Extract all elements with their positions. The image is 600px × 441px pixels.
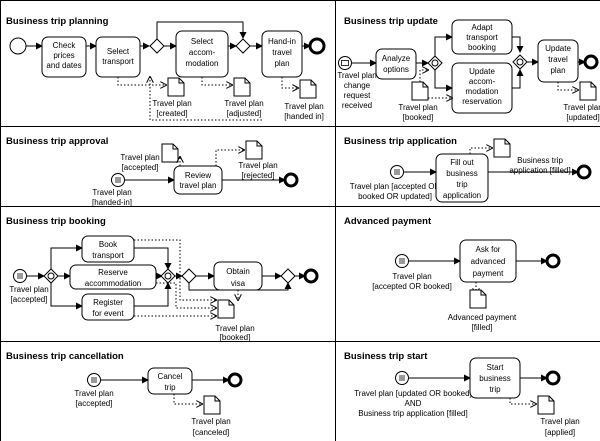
data-object-label: Travel plan[booked] xyxy=(398,103,437,122)
gateway xyxy=(149,38,165,54)
data-object-label: Travel plan[canceled] xyxy=(191,417,230,437)
gateway xyxy=(512,54,528,70)
panel-title-planning: Business trip planning xyxy=(6,16,109,27)
conditional-start-event xyxy=(13,269,27,283)
gateway xyxy=(160,268,176,284)
data-object-label: Travel plan[accepted] xyxy=(120,153,159,172)
event-label: Travel plan[handed-in] xyxy=(92,188,132,207)
gateway xyxy=(280,268,296,284)
gateway xyxy=(43,268,59,284)
end-event xyxy=(283,172,299,188)
start-event xyxy=(9,37,27,55)
end-event xyxy=(545,253,561,269)
data-object-icon xyxy=(469,289,487,309)
task-check-prices xyxy=(41,36,87,78)
task-analyze-options xyxy=(375,48,417,80)
task-register-for-event xyxy=(81,293,135,321)
data-object-icon xyxy=(493,138,511,158)
conditional-start-event xyxy=(87,373,101,387)
end-event xyxy=(303,268,319,284)
panel-title-advanced-payment: Advanced payment xyxy=(344,216,432,227)
conditional-start-event xyxy=(111,173,125,187)
data-object-icon xyxy=(233,77,251,97)
panel-title-cancellation: Business trip cancellation xyxy=(6,351,124,362)
data-object-label: Travel plan[applied] xyxy=(540,417,579,437)
data-object-icon xyxy=(299,79,317,99)
event-label: Travel plan[accepted OR booked] xyxy=(372,272,452,291)
gateway xyxy=(181,268,197,284)
data-object-icon xyxy=(167,77,185,97)
data-object-icon xyxy=(537,395,555,415)
end-event xyxy=(545,370,561,386)
data-object-label: Travel plan[rejected] xyxy=(238,161,277,180)
panel-title-application: Business trip application xyxy=(344,136,457,147)
panel-title-approval: Business trip approval xyxy=(6,136,108,147)
conditional-start-event xyxy=(395,254,409,268)
gateway xyxy=(235,38,251,54)
event-label: Travel plan[accepted] xyxy=(74,389,113,408)
data-object-icon xyxy=(161,143,179,163)
data-object-icon xyxy=(203,395,221,415)
end-event xyxy=(308,37,326,55)
data-object-label: Travel plan[handed in] xyxy=(284,102,324,121)
data-object-label: Travel plan[adjusted] xyxy=(224,99,263,118)
panel-frame-start xyxy=(335,341,600,441)
data-object-icon xyxy=(217,299,235,319)
data-object-icon xyxy=(245,140,263,160)
event-label: Travel plan[accepted] xyxy=(9,285,48,304)
data-object-label: Travel plan[updated] xyxy=(563,103,600,122)
panel-title-update: Business trip update xyxy=(344,16,438,27)
conditional-start-event xyxy=(390,165,404,179)
data-object-icon xyxy=(411,81,429,101)
message-start-event xyxy=(338,56,352,70)
task-book-transport xyxy=(81,235,135,263)
end-event xyxy=(576,164,592,180)
conditional-start-event xyxy=(395,371,409,385)
end-event xyxy=(227,372,243,388)
task-cancel-trip xyxy=(147,367,193,395)
data-object-icon xyxy=(579,81,597,101)
end-event xyxy=(583,54,599,70)
gateway xyxy=(427,55,443,71)
panel-title-booking: Business trip booking xyxy=(6,216,106,227)
data-object-label: Advanced payment[filled] xyxy=(448,313,517,332)
panel-title-start: Business trip start xyxy=(344,351,428,362)
data-object-label: Travel plan[created] xyxy=(152,99,191,118)
task-fill-out-application xyxy=(435,153,489,203)
data-object-label: Travel plan[booked] xyxy=(215,324,254,342)
